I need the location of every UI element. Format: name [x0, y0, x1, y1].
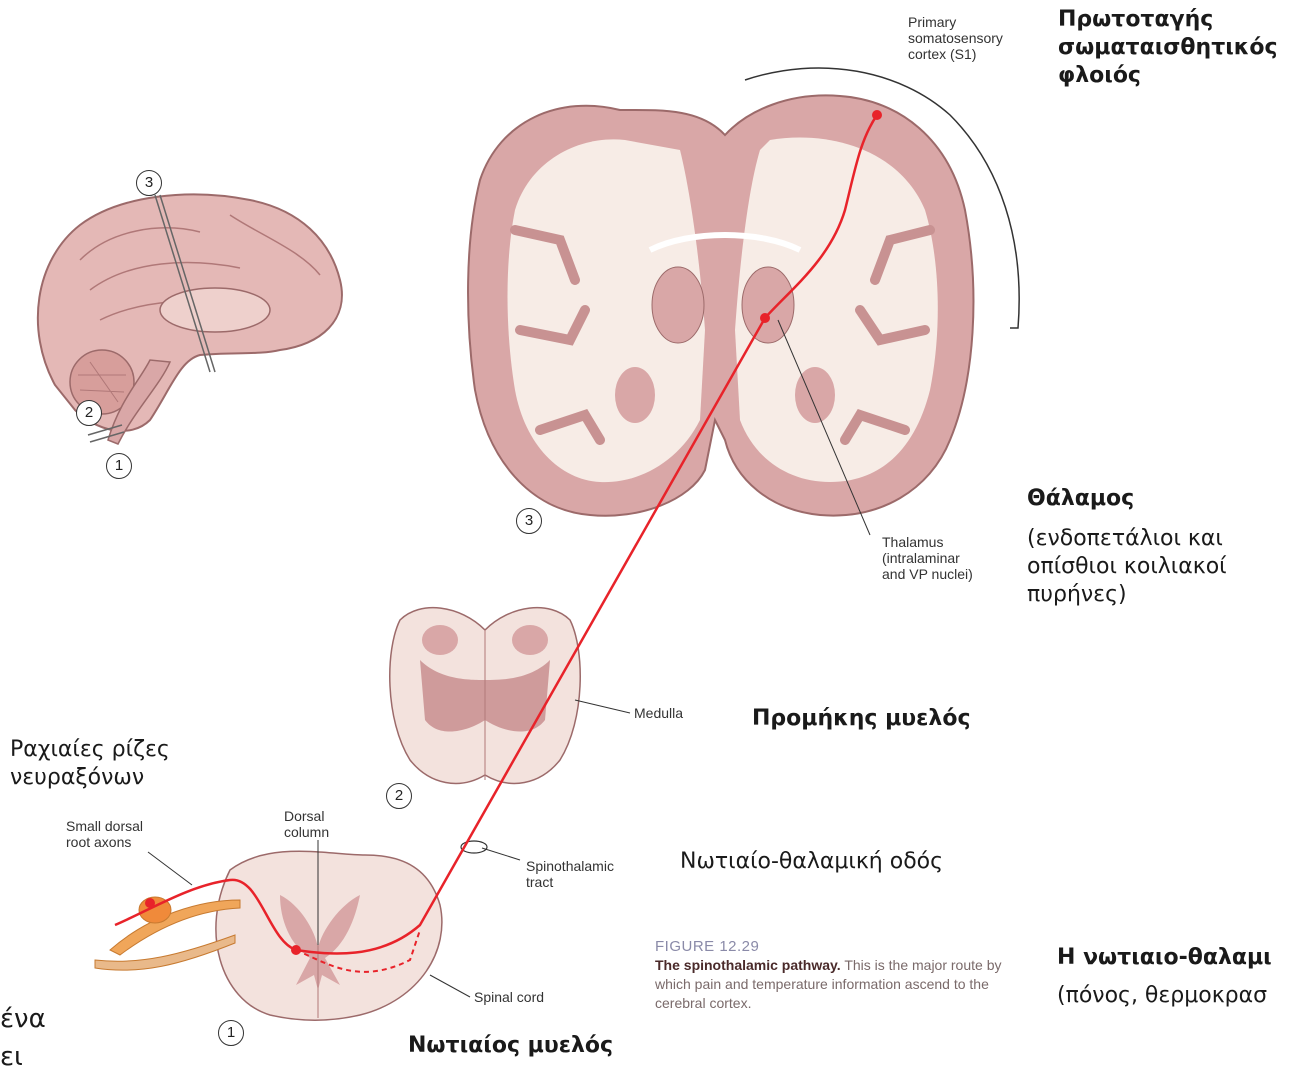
greek-cortex-label: Πρωτοταγής σωματαισθητικός φλοιός — [1058, 6, 1278, 90]
greek-spinal-cord-label: Νωτιαίος μυελός — [408, 1032, 613, 1060]
figure-number: FIGURE 12.29 — [655, 937, 1025, 956]
spinal-cord-label: Spinal cord — [474, 989, 544, 1005]
marker-1-spinal: 1 — [218, 1020, 244, 1046]
coronal-brain — [468, 95, 973, 515]
marker-3-sagittal: 3 — [136, 170, 162, 196]
medulla-label: Medulla — [634, 705, 683, 721]
greek-tract-label: Νωτιαίο-θαλαμική οδός — [680, 848, 943, 876]
greek-medulla-label: Προμήκης μυελός — [752, 705, 971, 733]
greek-thalamus-title: Θάλαμος — [1027, 485, 1134, 513]
thalamus-label: Thalamus (intralaminar and VP nuclei) — [882, 534, 973, 582]
greek-pathway-desc: (πόνος, θερμοκρασ — [1057, 982, 1267, 1010]
spinal-cord-section — [95, 840, 520, 1020]
greek-cut-text-2: ει — [0, 1043, 23, 1071]
figure-caption: FIGURE 12.29 The spinothalamic pathway. … — [655, 937, 1025, 1013]
figure-title: The spinothalamic pathway. — [655, 957, 841, 973]
spinothalamic-tract-label: Spinothalamic tract — [526, 858, 614, 890]
greek-thalamus-desc: (ενδοπετάλιοι και οπίσθιοι κοιλιακοί πυρ… — [1027, 525, 1227, 609]
greek-roots-label: Ραχιαίες ρίζες νευραξόνων — [10, 736, 170, 792]
figure-text: The spinothalamic pathway. This is the m… — [655, 956, 1025, 1013]
primary-cortex-label: Primary somatosensory cortex (S1) — [908, 14, 1003, 62]
marker-2-sagittal: 2 — [76, 400, 102, 426]
greek-pathway-title: Η νωτιαιο-θαλαμι — [1057, 944, 1272, 972]
small-dorsal-root-label: Small dorsal root axons — [66, 818, 143, 850]
medulla-section — [390, 608, 630, 784]
greek-cut-text-1: ένα — [0, 1005, 46, 1033]
marker-1-sagittal: 1 — [106, 453, 132, 479]
marker-3-coronal: 3 — [516, 508, 542, 534]
marker-2-medulla: 2 — [386, 783, 412, 809]
dorsal-column-label: Dorsal column — [284, 808, 329, 840]
